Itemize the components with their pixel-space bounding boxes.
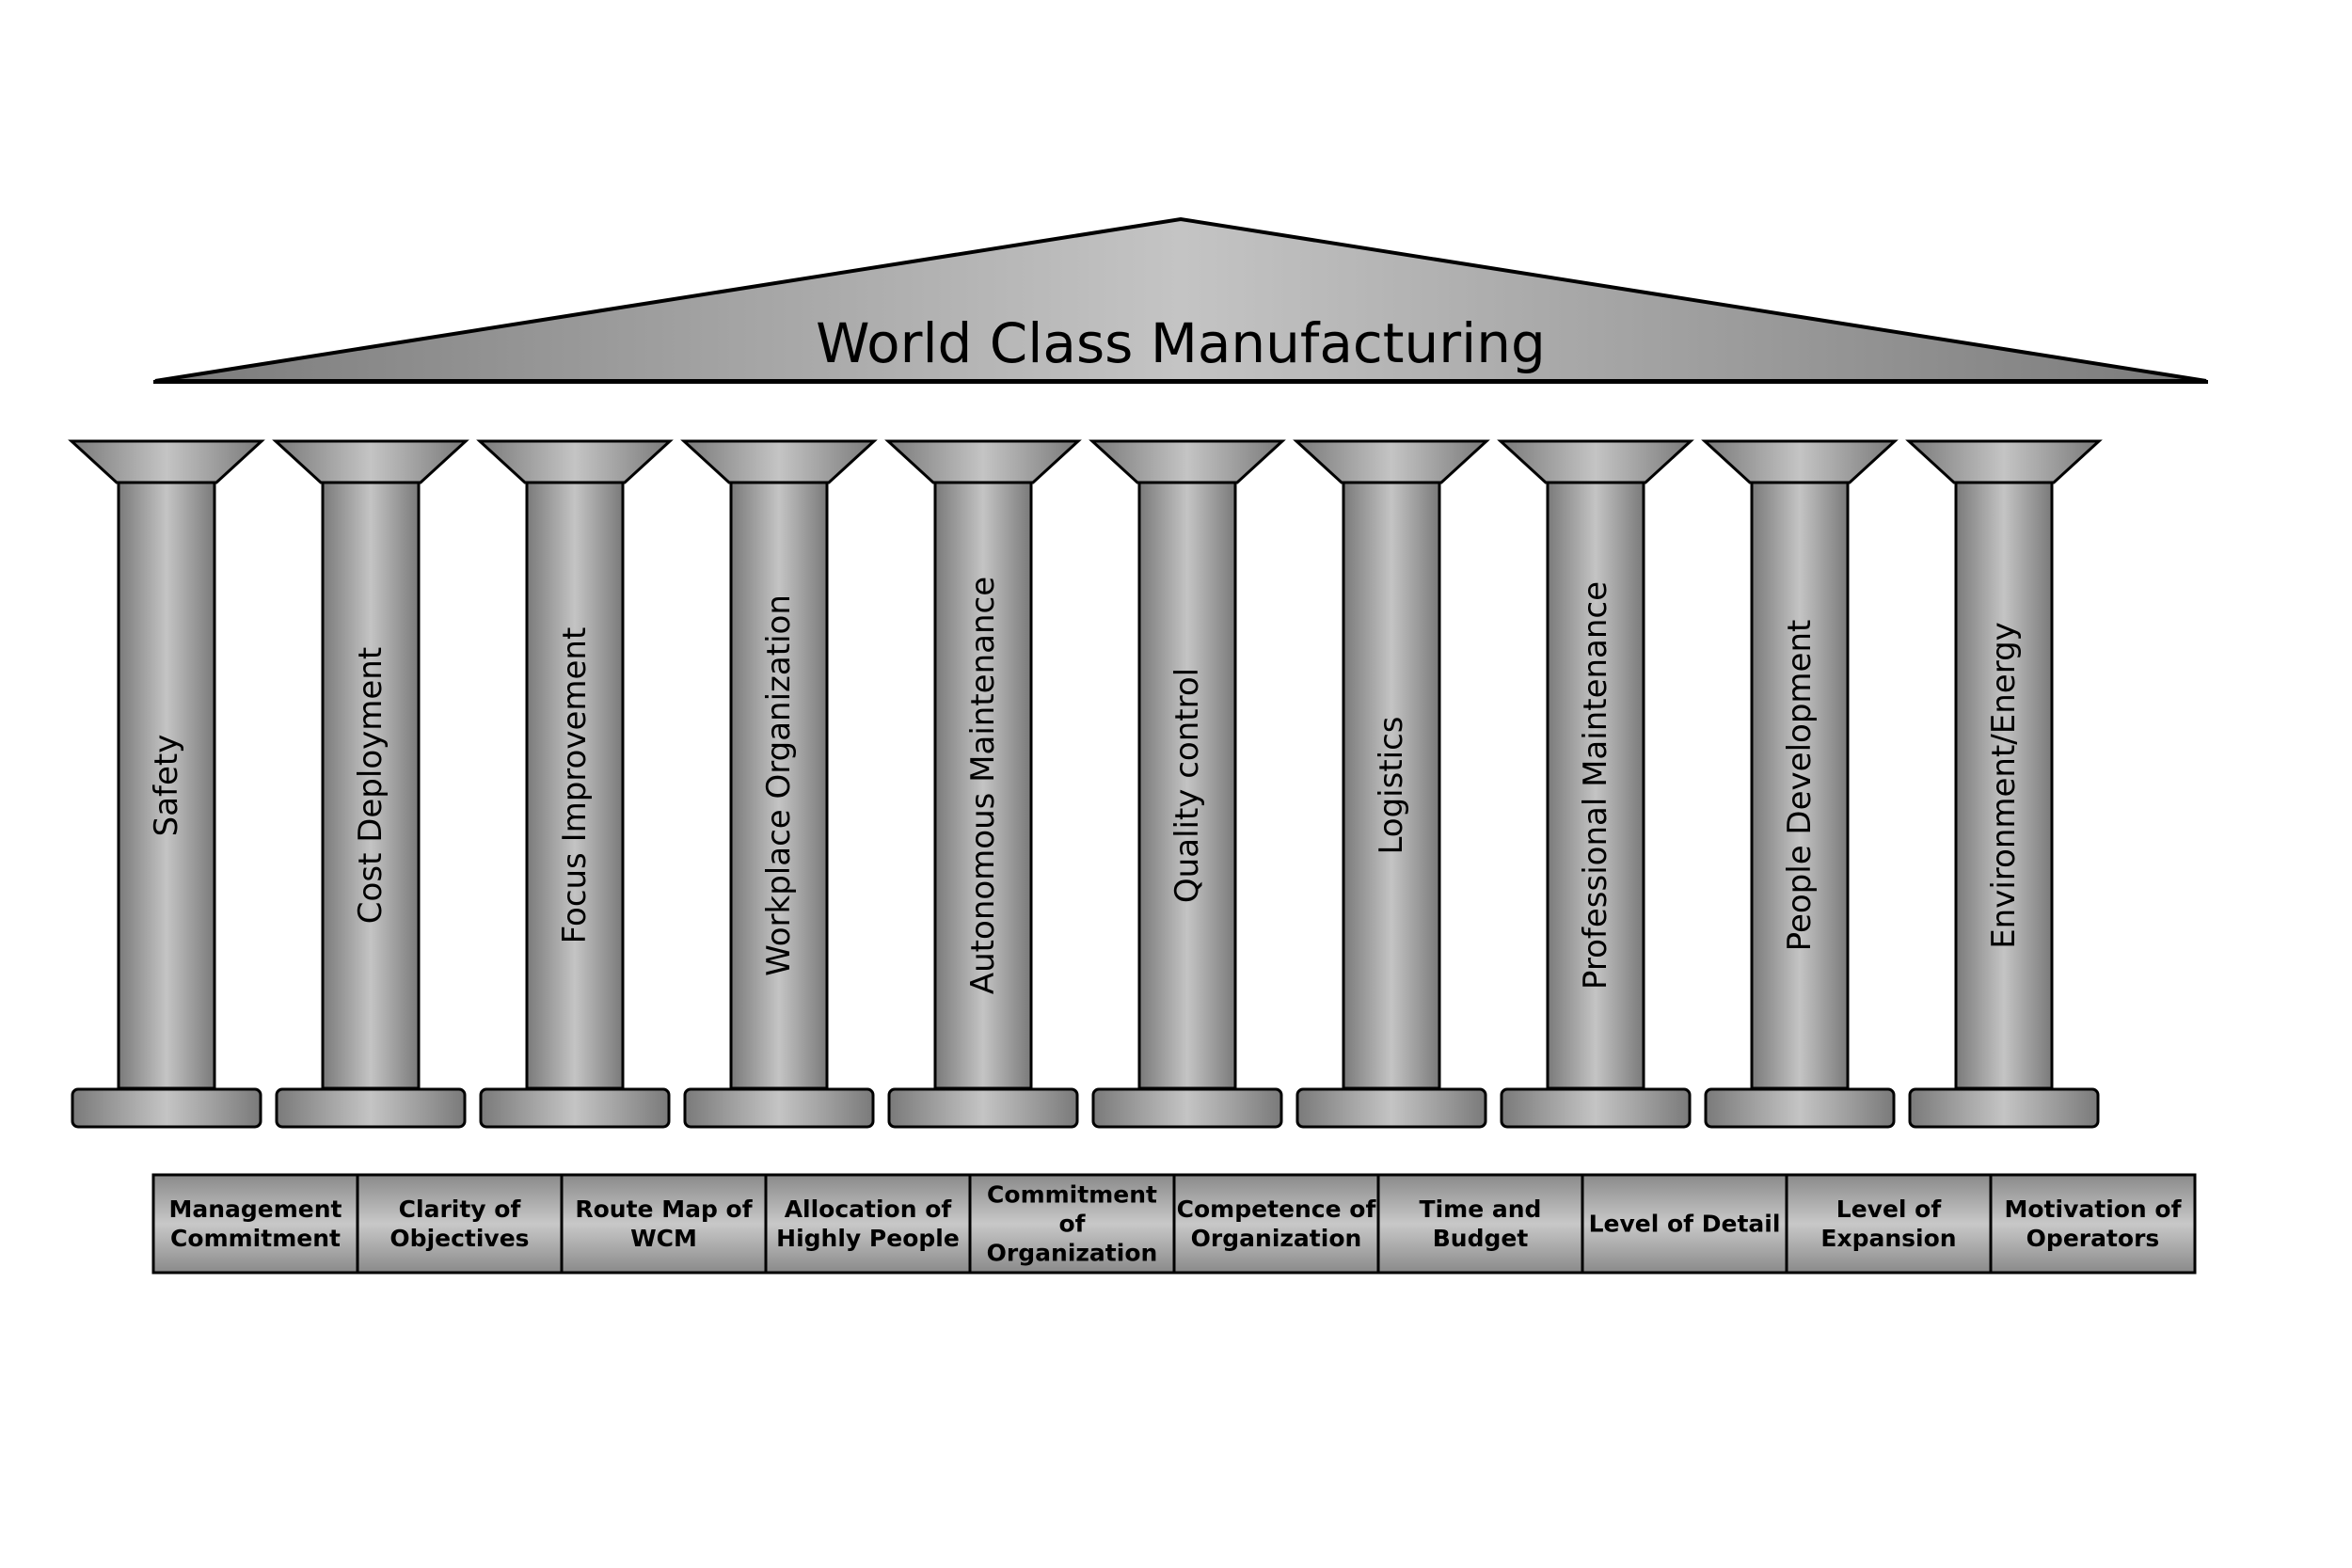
pillar-shaft <box>1954 481 2054 1090</box>
pillar-capital <box>1905 439 2103 484</box>
pillar-base <box>479 1087 671 1129</box>
roof: World Class Manufacturing <box>153 216 2208 384</box>
pillar-shaft <box>1342 481 1441 1090</box>
foundation-label-line: Route Map of <box>575 1196 753 1223</box>
pillar-base <box>275 1087 467 1129</box>
pillar: Focus Improvement <box>476 439 674 1129</box>
pillar-base <box>71 1087 262 1129</box>
pillar-base <box>887 1087 1079 1129</box>
pillar-label: Safety <box>148 735 185 837</box>
pillar: Environment/Energy <box>1905 439 2103 1129</box>
pillar-label: Quality control <box>1168 668 1206 903</box>
pillar: People Development <box>1701 439 1899 1129</box>
foundation-block-shape <box>560 1173 768 1275</box>
foundation-label-line: Commitment <box>987 1181 1157 1209</box>
foundation-label-line: of <box>1058 1211 1086 1238</box>
foundation-label-line: WCM <box>630 1225 697 1252</box>
pillar-base <box>683 1087 875 1129</box>
pillar-label: Logistics <box>1373 716 1410 854</box>
pillar-label: Environment/Energy <box>1985 622 2023 949</box>
pillar: Safety <box>68 439 265 1129</box>
pillar: Logistics <box>1293 439 1490 1129</box>
roof-title: World Class Manufacturing <box>816 311 1546 375</box>
pillar: Professional Maintenance <box>1497 439 1694 1129</box>
pillars-row: Safety Cost Deployment Focus Improvement Wo… <box>68 439 2103 1129</box>
foundation-label-line: Expansion <box>1820 1225 1956 1252</box>
pillar-label: People Development <box>1781 620 1819 952</box>
pillar-capital <box>884 439 1082 484</box>
pillar-capital <box>1293 439 1490 484</box>
foundation-label-line: Time and <box>1420 1196 1542 1223</box>
pillar-label: Professional Maintenance <box>1577 581 1614 990</box>
foundation-label-line: Level of <box>1836 1196 1943 1223</box>
pillar-shaft <box>117 481 216 1090</box>
pillar: Quality control <box>1089 439 1286 1129</box>
pillar-capital <box>1089 439 1286 484</box>
pillar-shaft <box>1750 481 1850 1090</box>
foundation-label-line: Commitment <box>170 1225 341 1252</box>
pillar-label: Focus Improvement <box>556 627 594 944</box>
foundation-label-line: Clarity of <box>399 1196 522 1223</box>
pillar-label: Cost Deployment <box>352 647 389 924</box>
foundation-label-line: Competence of <box>1177 1196 1377 1223</box>
foundation-label-line: Organization <box>987 1240 1158 1267</box>
pillar-base <box>1704 1087 1896 1129</box>
foundation-label-line: Objectives <box>389 1225 529 1252</box>
foundation-block-shape <box>1172 1173 1380 1275</box>
pillar-shaft <box>321 481 421 1090</box>
foundation-label-line: Allocation of <box>785 1196 953 1223</box>
pillar-base <box>1091 1087 1283 1129</box>
foundation-block-shape <box>764 1173 972 1275</box>
pillar-capital <box>272 439 469 484</box>
pillar: Cost Deployment <box>272 439 469 1129</box>
foundation-block-shape <box>968 1173 1176 1275</box>
foundation-label-line: Organization <box>1191 1225 1362 1252</box>
pillar-base <box>1908 1087 2100 1129</box>
foundation-label-line: Highly People <box>776 1225 960 1252</box>
foundation-block-shape <box>151 1173 359 1275</box>
foundation-block-shape <box>1376 1173 1584 1275</box>
foundation-label-line: Management <box>168 1196 342 1223</box>
pillar-shaft <box>525 481 625 1090</box>
foundation-label-line: Motivation of <box>2005 1196 2183 1223</box>
pillar-shaft <box>1546 481 1645 1090</box>
foundation-block-shape <box>1989 1173 2197 1275</box>
pillar: Autonomous Maintenance <box>884 439 1082 1129</box>
pillar-base <box>1295 1087 1487 1129</box>
pillar-capital <box>680 439 878 484</box>
pillar-label: Autonomous Maintenance <box>964 577 1002 994</box>
foundation-block-shape <box>356 1173 564 1275</box>
pillar-label: Workplace Organization <box>760 594 798 976</box>
pillar-base <box>1500 1087 1692 1129</box>
foundation-label-line: Budget <box>1433 1225 1529 1252</box>
foundation-block: Level of Detail <box>1581 1173 1788 1275</box>
pillar-capital <box>1701 439 1899 484</box>
pillar: Workplace Organization <box>680 439 878 1129</box>
pillar-capital <box>1497 439 1694 484</box>
foundation-label-line: Level of Detail <box>1589 1211 1781 1238</box>
foundation-block-shape <box>1581 1173 1788 1275</box>
pillar-capital <box>476 439 674 484</box>
foundation-label-line: Operators <box>2026 1225 2160 1252</box>
foundation-block-shape <box>1785 1173 1993 1275</box>
pillar-capital <box>68 439 265 484</box>
